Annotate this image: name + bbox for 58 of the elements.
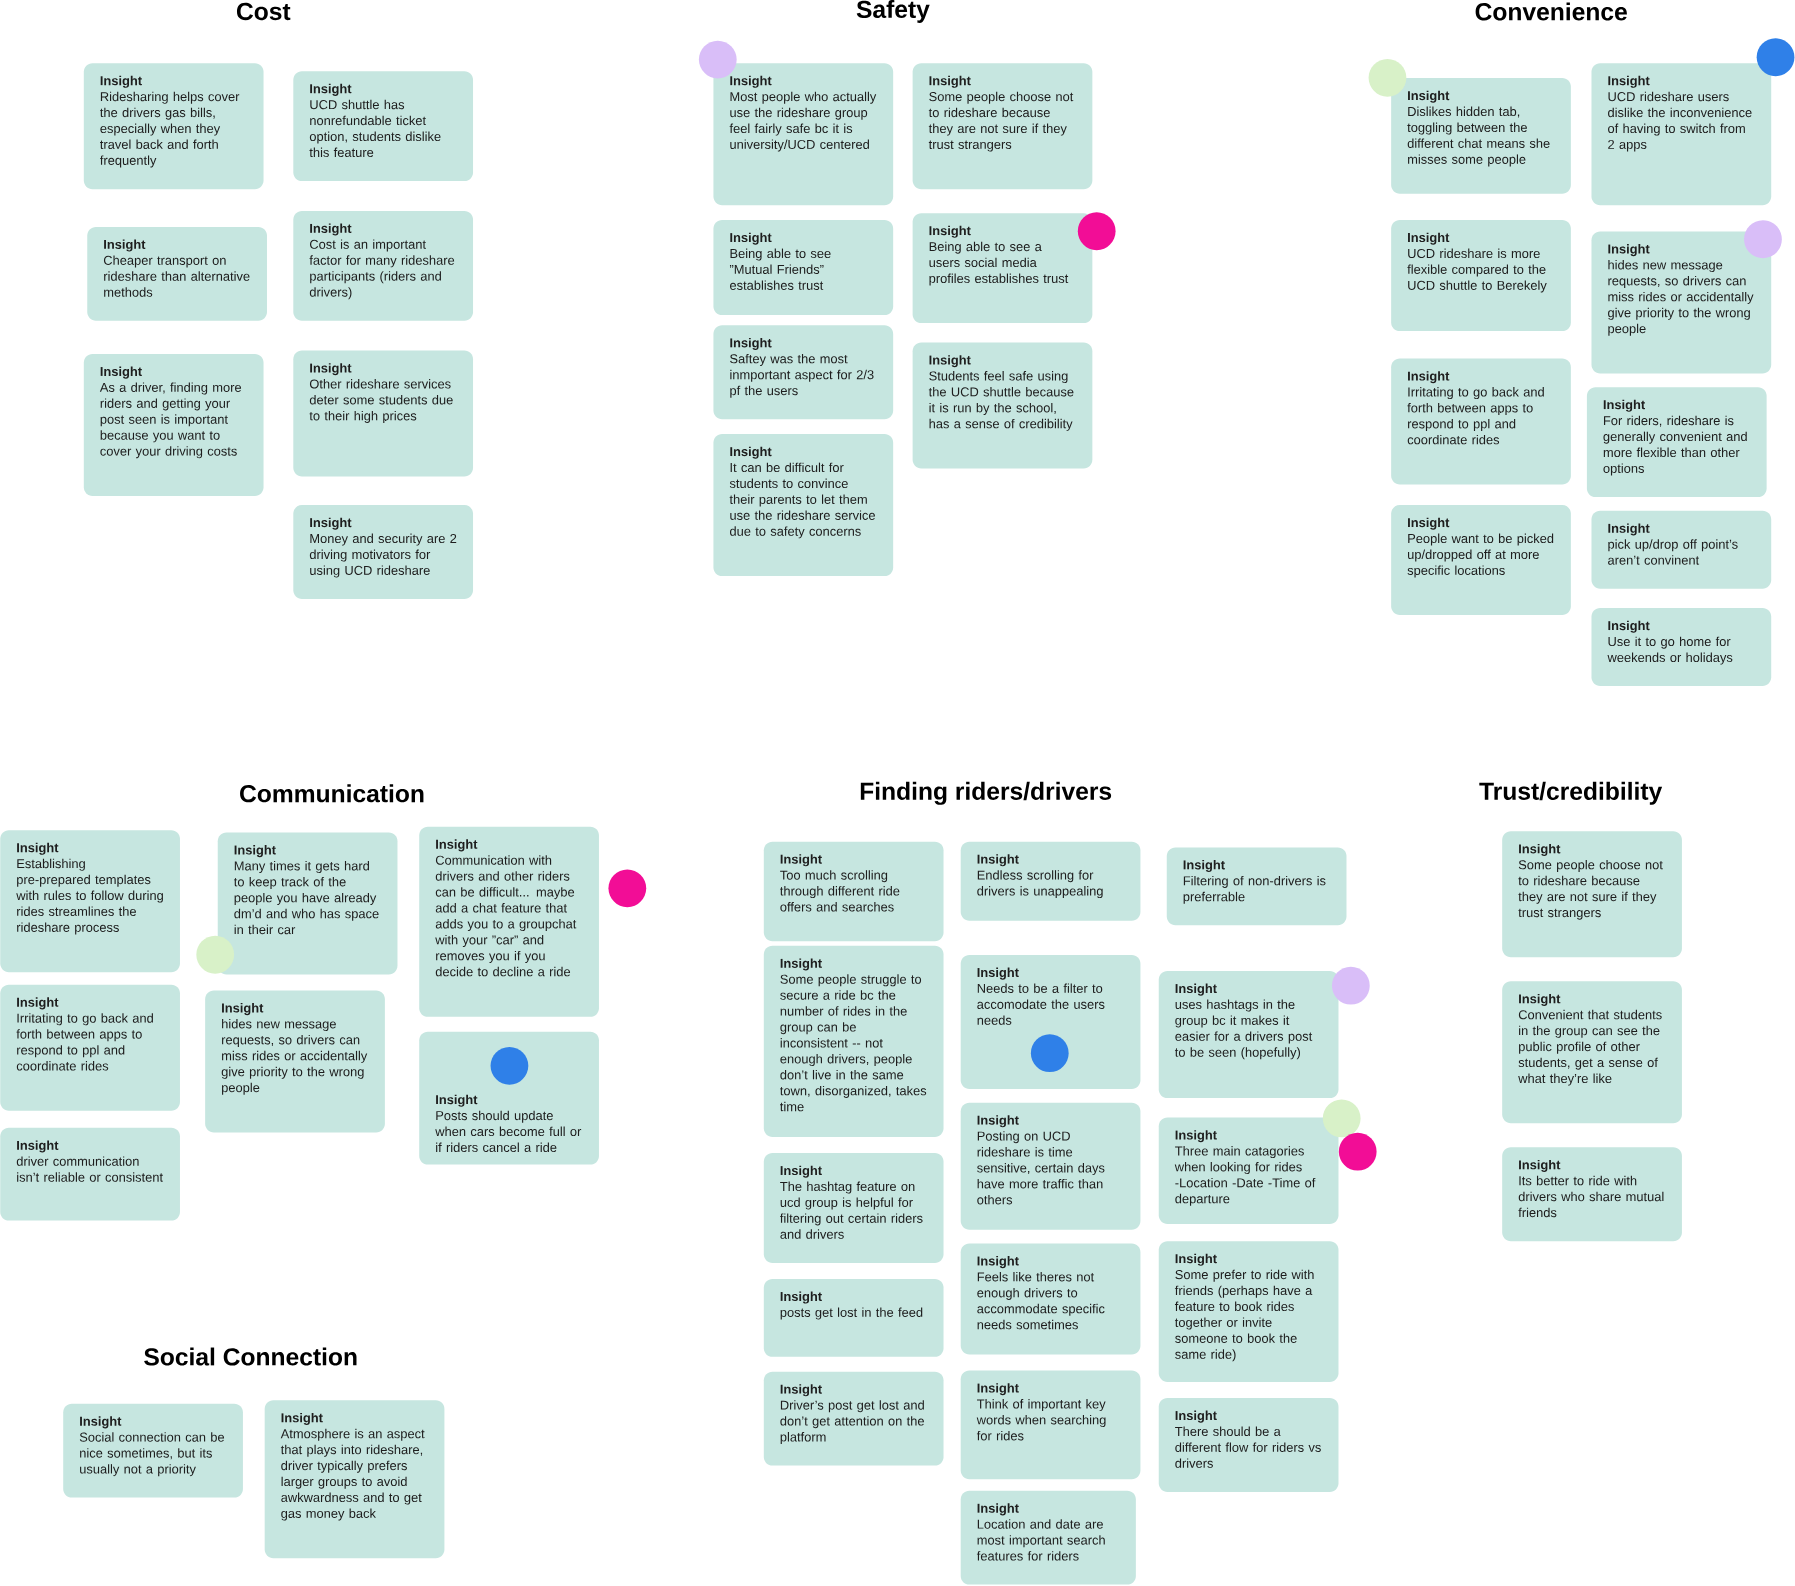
insight-note: Insight Location and date are most important search features for riders xyxy=(960,1491,1136,1585)
insight-note: Insight Students feel safe using the UCD shuttle because it is run by the school, has a sense of credibility xyxy=(912,342,1093,469)
insight-note: Insight Needs to be a filter to accomodate the users needs xyxy=(960,955,1141,1090)
insight-note: Insight Cost is an important factor for many rideshare participants (riders and drivers) xyxy=(293,211,474,322)
insight-note: Insight Dislikes hidden tab, toggling between the different chat means she misses some people xyxy=(1391,78,1571,194)
insight-note: Insight Establishing pre-prepared templates with rules to follow during rides streamlines the rideshare process xyxy=(0,830,180,973)
insight-note: Insight hides new message requests, so drivers can miss rides or accidentally give priority to the wrong people xyxy=(205,990,385,1133)
insight-note: Insight Driver’s post get lost and don’t get attention on the platform xyxy=(763,1371,944,1466)
insight-note: Insight pick up/drop off point’s aren’t convinent xyxy=(1591,511,1772,589)
group-heading: Finding riders/drivers xyxy=(860,782,1112,806)
group-heading: Safety xyxy=(856,0,930,24)
insight-note: Insight There should be a different flow for riders vs drivers xyxy=(1158,1398,1339,1493)
insight-note: Insight Irritating to go back and forth between apps to respond to ppl and coordinate rides xyxy=(1391,358,1571,485)
insight-note: Insight driver communication isn’t reliable or consistent xyxy=(0,1128,180,1221)
insight-note: Insight Other rideshare services deter some students due to their high prices xyxy=(293,350,474,477)
insight-note: Insight Filtering of non-drivers is preferrable xyxy=(1166,847,1347,926)
insight-note: Insight Cheaper transport on rideshare than alternative methods xyxy=(87,227,267,322)
insight-note: Insight Most people who actually use the rideshare group feel fairly safe bc it is university/UCD centered xyxy=(713,63,894,206)
group-heading: Communication xyxy=(240,784,424,803)
insight-note: Insight Feels like theres not enough drivers to accommodate specific needs sometimes xyxy=(960,1243,1141,1355)
insight-note: Insight Think of important key words when searching for rides xyxy=(960,1370,1141,1480)
insight-note: Insight Endless scrolling for drivers is unappealing xyxy=(960,841,1141,921)
insight-note: Insight posts get lost in the feed xyxy=(763,1279,944,1358)
insight-note: Insight People want to be picked up/dropped off at more specific locations xyxy=(1391,505,1571,616)
insight-note: Insight It can be difficult for students to convince their parents to let them use the rideshare service due to safety concerns xyxy=(713,434,894,577)
insight-note: Insight Convenient that students in the group can see the public profile of other students, get a sense of what they’re like xyxy=(1502,981,1682,1124)
insight-note: Insight Being able to see ”Mutual Friends” establishes trust xyxy=(713,220,894,316)
insight-note: Insight Some prefer to ride with friends (perhaps have a feature to book rides together or invite someone to book the same ride) xyxy=(1158,1241,1339,1383)
insight-note: Insight For riders, rideshare is generally convenient and more flexible than other options xyxy=(1586,387,1767,498)
group-heading: Cost xyxy=(237,3,291,21)
insight-note: Insight Ridesharing helps cover the drivers gas bills, especially when they travel back and forth frequently xyxy=(83,63,264,190)
group-heading: Convenience xyxy=(1475,2,1627,21)
insight-note: Insight Some people choose not to rideshare because they are not sure if they trust strangers xyxy=(1502,831,1682,958)
insight-note: Insight Social connection can be nice sometimes, but its usually not a priority xyxy=(63,1404,243,1498)
insight-note: Insight Some people struggle to secure a ride bc the number of rides in the group can be inconsistent -- not enough drivers, people don’t live in the same town, disorganized, takes time xyxy=(763,946,944,1138)
insight-note: Insight Money and security are 2 driving motivators for using UCD rideshare xyxy=(293,505,474,600)
insight-note: Insight Use it to go home for weekends or holidays xyxy=(1591,608,1772,687)
insight-note: Insight Some people choose not to rideshare because they are not sure if they trust strangers xyxy=(912,63,1093,190)
insight-note: Insight Irritating to go back and forth between apps to respond to ppl and coordinate rides xyxy=(0,985,180,1111)
insight-note: Insight Being able to see a users social media profiles establishes trust xyxy=(912,213,1093,324)
insight-note: Insight Its better to ride with drivers who share mutual friends xyxy=(1502,1147,1682,1242)
insight-note: Insight Too much scrolling through different ride offers and searches xyxy=(763,841,944,942)
insight-note: Insight hides new message requests, so drivers can miss rides or accidentally give priority to the wrong people xyxy=(1591,231,1772,374)
insight-note: Insight Atmosphere is an aspect that plays into rideshare, driver typically prefers larger groups to avoid awkwardness and to get gas money back xyxy=(264,1400,445,1559)
insight-note: Insight UCD rideshare is more flexible compared to the UCD shuttle to Berekely xyxy=(1391,220,1571,332)
insight-note: Insight As a driver, finding more riders and getting your post seen is important because you want to cover your driving costs xyxy=(83,354,264,497)
insight-note: Insight Many times it gets hard to keep track of the people you have already dm’d and who has space in their car xyxy=(217,832,398,975)
insight-note: Insight Posts should update when cars become full or if riders cancel a ride xyxy=(419,1031,599,1165)
insight-note: Insight Three main catagories when looking for rides -Location -Date -Time of departure xyxy=(1158,1117,1339,1225)
insight-note: Insight Saftey was the most inmportant aspect for 2/3 pf the users xyxy=(713,325,894,420)
insight-note: Insight Posting on UCD rideshare is time sensitive, certain days have more traffic than others xyxy=(960,1102,1141,1230)
group-heading: Social Connection xyxy=(144,1347,357,1366)
insight-note: Insight UCD shuttle has nonrefundable ticket option, students dislike this feature xyxy=(293,71,474,182)
insight-note: Insight UCD rideshare users dislike the inconvenience of having to switch from 2 apps xyxy=(1591,63,1772,206)
insight-note: Insight Communication with drivers and other riders can be difficult... maybe add a chat feature that adds you to a groupchat with your ”car” and removes you if you decide to decline a ride xyxy=(419,827,599,1018)
insight-note: Insight The hashtag feature on ucd group is helpful for filtering out certain riders and drivers xyxy=(763,1153,944,1264)
group-heading: Trust/credibility xyxy=(1479,782,1663,806)
insight-note: Insight uses hashtags in the group bc it makes it easier for a drivers post to be seen (hopefully) xyxy=(1158,971,1339,1099)
